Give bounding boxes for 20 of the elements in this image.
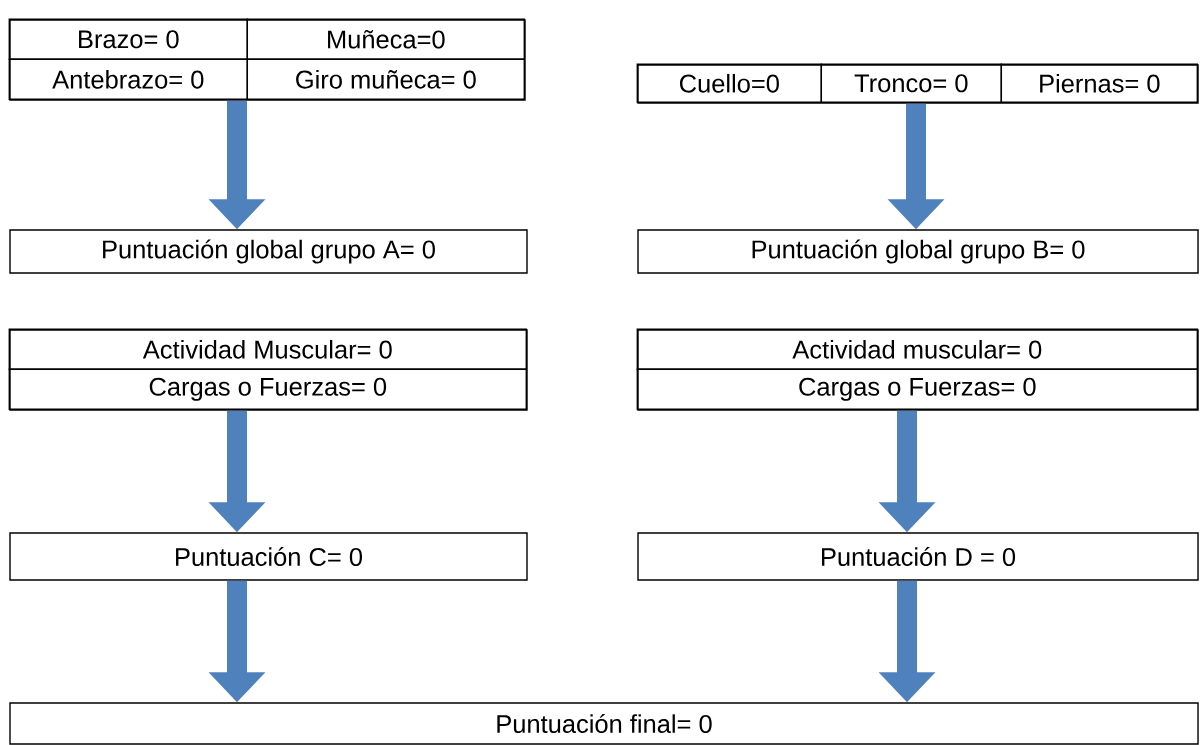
table-frame: [9, 329, 528, 411]
table-cell: Cargas o Fuerzas= 0: [8, 368, 527, 410]
table-cell: Brazo= 0: [8, 18, 248, 60]
table-frame: [637, 64, 1199, 104]
score-box: Puntuación global grupo A= 0: [9, 229, 528, 274]
table-frame: [9, 19, 526, 101]
table-cell: Muñeca=0: [246, 18, 525, 60]
score-box: Puntuación C= 0: [9, 532, 528, 581]
table-cell: Actividad muscular= 0: [636, 328, 1199, 370]
table-cell: Cargas o Fuerzas= 0: [636, 368, 1199, 410]
table-cell: Tronco= 0: [820, 63, 1003, 103]
score-box: Puntuación D = 0: [637, 532, 1199, 581]
table-cell: Actividad Muscular= 0: [8, 328, 527, 370]
score-box: Puntuación final= 0: [9, 702, 1199, 745]
score-box: Puntuación global grupo B= 0: [637, 229, 1199, 274]
table-cell: Antebrazo= 0: [8, 58, 248, 100]
table-cell: Piernas= 0: [1000, 63, 1199, 103]
table-cell: Giro muñeca= 0: [246, 58, 525, 100]
table-cell: Cuello=0: [636, 63, 822, 103]
table-frame: [637, 329, 1199, 411]
